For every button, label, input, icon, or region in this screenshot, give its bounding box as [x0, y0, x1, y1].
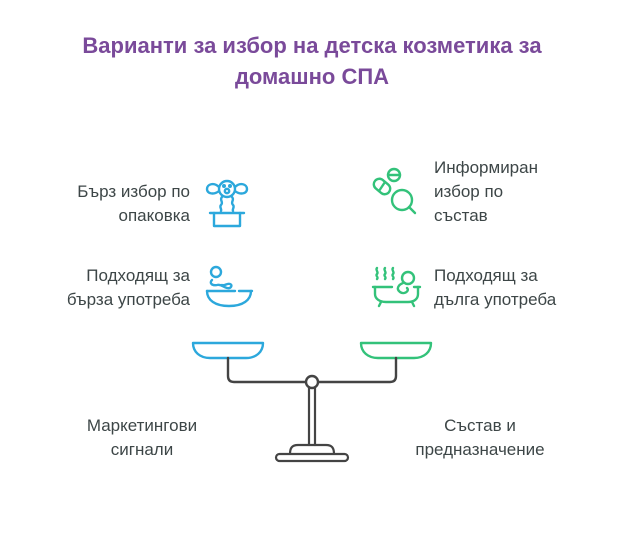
label-line: състав	[434, 206, 488, 225]
base	[274, 452, 350, 463]
balance-scale	[191, 341, 433, 463]
beam	[226, 356, 398, 384]
label-line: Състав и	[444, 416, 516, 435]
label-line: опаковка	[118, 206, 191, 225]
right-pan	[359, 341, 433, 360]
pills-magnifier-icon	[372, 167, 417, 215]
title-line-2: домашно СПА	[234, 64, 390, 89]
left-option-label-1: Бърз избор по опаковка	[20, 180, 190, 228]
label-line: Подходящ за	[86, 266, 190, 285]
label-line: дълга употреба	[434, 290, 557, 309]
right-option-label-1: Информиран избор по състав	[434, 156, 604, 228]
right-base-label: Състав и предназначение	[390, 414, 570, 462]
baby-bath-icon	[205, 265, 254, 308]
label-line: избор по	[434, 182, 504, 201]
label-line: Информиран	[434, 158, 538, 177]
label-line: сигнали	[110, 440, 174, 459]
label-line: Бърз избор по	[77, 182, 190, 201]
label-line: Маркетингови	[86, 416, 198, 435]
bathtub-steam-icon	[371, 266, 422, 308]
pole	[307, 386, 317, 447]
jack-in-the-box-icon	[205, 179, 249, 228]
right-option-label-2: Подходящ за дълга употреба	[434, 264, 604, 312]
label-line: Подходящ за	[434, 266, 538, 285]
left-option-label-2: Подходящ за бърза употреба	[20, 264, 190, 312]
left-base-label: Маркетингови сигнали	[52, 414, 232, 462]
label-line: предназначение	[415, 440, 545, 459]
base-top	[288, 443, 336, 456]
label-line: бърза употреба	[66, 290, 190, 309]
pivot	[304, 374, 320, 390]
left-pan	[191, 341, 265, 360]
title-line-1: Варианти за избор на детска козметика за	[82, 33, 542, 58]
diagram-title: Варианти за избор на детска козметика за…	[20, 30, 604, 92]
